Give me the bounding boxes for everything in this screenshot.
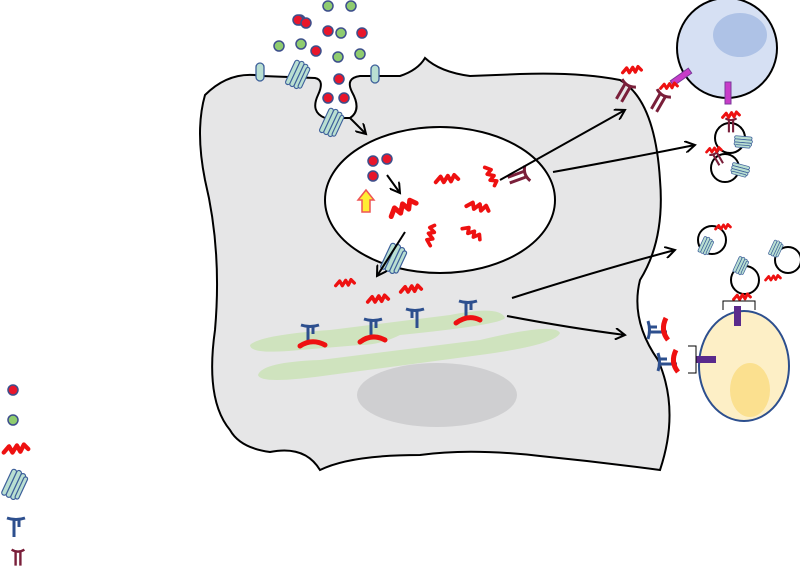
yellow-cell-nucleus — [730, 363, 770, 417]
blue-cell-nucleus — [713, 13, 767, 57]
peptide-icon — [4, 445, 29, 453]
membrane-channel-icon — [255, 62, 265, 82]
blue-receptor-icon — [5, 516, 27, 539]
up-arrow-icon — [356, 188, 376, 213]
mhc-receptor-icon — [10, 548, 26, 568]
magenta-receptor — [669, 67, 693, 87]
magenta-receptor — [724, 81, 732, 105]
process-arrows — [349, 110, 695, 335]
green-particle-icon — [7, 414, 19, 426]
cell-nucleus — [357, 363, 517, 427]
endosome — [324, 126, 556, 274]
er-receptors — [297, 299, 483, 349]
legend — [0, 384, 31, 568]
proteasome-icon — [0, 466, 31, 503]
membrane-channel-icon — [370, 64, 380, 84]
red-particle-icon — [7, 384, 19, 396]
